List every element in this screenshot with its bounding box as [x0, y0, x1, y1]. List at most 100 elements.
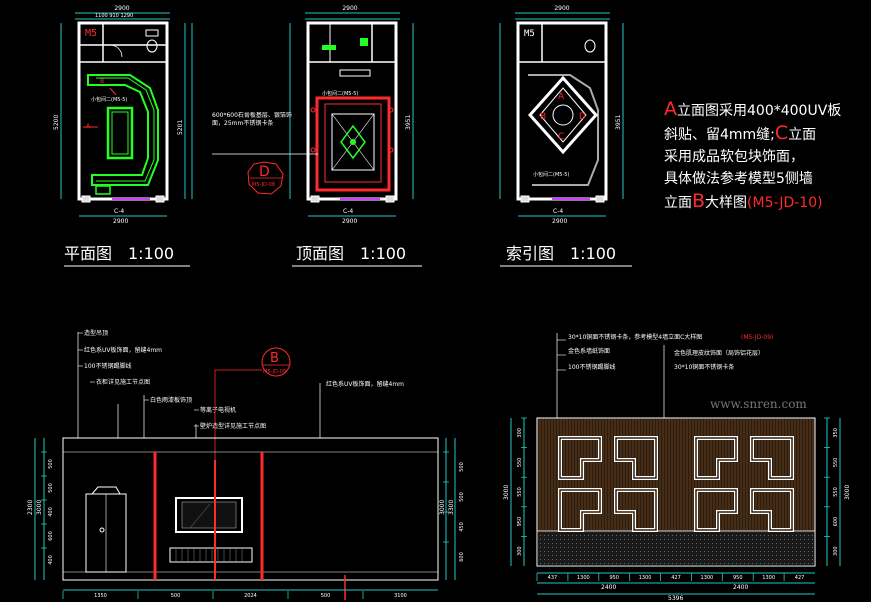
skirting-dot	[596, 543, 597, 544]
skirting-dot	[548, 555, 549, 556]
skirting-dot	[628, 555, 629, 556]
skirting-dot	[540, 539, 541, 540]
skirting-dot	[740, 543, 741, 544]
right-total-right: 3000	[844, 485, 851, 500]
skirting-dot	[732, 559, 733, 560]
skirting-dot	[612, 547, 613, 548]
panel-frame-inner	[695, 489, 737, 531]
skirting-dot	[580, 547, 581, 548]
skirting-dot	[784, 547, 785, 548]
skirting-dot	[560, 539, 561, 540]
ceiling-room-tag: 小包间二(M5-5)	[322, 90, 358, 97]
index-height-right: 3951	[615, 115, 622, 130]
skirting-dot	[680, 543, 681, 544]
skirting-dot	[680, 551, 681, 552]
skirting-dot	[540, 551, 541, 552]
skirting-dot	[732, 539, 733, 540]
skirting-dot	[772, 563, 773, 564]
skirting-dot	[572, 559, 573, 560]
skirting-dot	[720, 535, 721, 536]
skirting-dot	[648, 539, 649, 540]
left-right-note: 红色系UV板饰面，留缝4mm	[326, 380, 404, 388]
skirting-dot	[684, 551, 685, 552]
right-subtotal-2: 2400	[733, 584, 748, 591]
skirting-dot	[544, 559, 545, 560]
skirting-dot	[588, 551, 589, 552]
skirting-dot	[648, 547, 649, 548]
skirting-dot	[796, 555, 797, 556]
floor-section-mark: C-4	[114, 208, 124, 215]
skirting-dot	[688, 543, 689, 544]
skirting-dot	[760, 563, 761, 564]
dim-label: 450	[459, 522, 465, 532]
skirting-dot	[588, 543, 589, 544]
skirting-dot	[760, 535, 761, 536]
skirting-dot	[556, 535, 557, 536]
skirting-dot	[780, 539, 781, 540]
right-total-left: 3000	[503, 485, 510, 500]
skirting-dot	[764, 559, 765, 560]
skirting-dot	[652, 543, 653, 544]
skirting-dot	[572, 535, 573, 536]
skirting-dot	[772, 535, 773, 536]
skirting-dot	[584, 539, 585, 540]
skirting-dot	[712, 559, 713, 560]
skirting-dot	[680, 559, 681, 560]
dim-label: 600	[459, 552, 465, 562]
skirting-dot	[636, 555, 637, 556]
skirting-dot	[740, 539, 741, 540]
skirting-dot	[804, 539, 805, 540]
skirting-dot	[780, 543, 781, 544]
skirting-dot	[692, 535, 693, 536]
skirting-dot	[592, 539, 593, 540]
right-ref: (M5-JD-09)	[741, 334, 773, 341]
skirting-dot	[640, 547, 641, 548]
left-elevation-note: 衣柜详见施工节点图	[96, 378, 150, 386]
skirting-dot	[812, 547, 813, 548]
skirting-dot	[696, 555, 697, 556]
skirting-dot	[660, 551, 661, 552]
skirting-dot	[696, 563, 697, 564]
skirting-dot	[540, 543, 541, 544]
skirting-dot	[800, 539, 801, 540]
skirting-dot	[712, 555, 713, 556]
skirting-dot	[632, 559, 633, 560]
skirting-dot	[744, 535, 745, 536]
index-dim-bottom: 2900	[552, 218, 567, 225]
skirting-dot	[688, 535, 689, 536]
skirting-dot	[796, 535, 797, 536]
skirting-dot	[788, 555, 789, 556]
skirting-dot	[624, 535, 625, 536]
skirting-dot	[640, 543, 641, 544]
description-segment: 大样图	[705, 195, 748, 211]
skirting-dot	[580, 555, 581, 556]
skirting-dot	[644, 535, 645, 536]
dim-label: 500	[321, 593, 331, 599]
skirting-dot	[644, 563, 645, 564]
right-note-3: 100不锈钢踢脚线	[568, 363, 615, 371]
skirting-dot	[764, 547, 765, 548]
description-line: 立面B大样图(M5-JD-10)	[664, 190, 869, 214]
skirting-dot	[684, 555, 685, 556]
skirting-dot	[716, 559, 717, 560]
description-segment: 立面	[788, 127, 817, 143]
skirting-dot	[776, 555, 777, 556]
skirting-dot	[596, 563, 597, 564]
skirting-dot	[656, 559, 657, 560]
skirting-dot	[632, 539, 633, 540]
description-line: 具体做法参考模型5侧墙	[664, 168, 869, 190]
skirting-dot	[736, 563, 737, 564]
skirting-dot	[788, 535, 789, 536]
skirting-dot	[768, 551, 769, 552]
skirting-dot	[796, 547, 797, 548]
skirting-dot	[736, 535, 737, 536]
skirting-dot	[780, 555, 781, 556]
skirting-dot	[596, 547, 597, 548]
floor-plan: 2900 1100 910 1290 M5 小包间二(M5-5) B A	[53, 5, 193, 267]
skirting-dot	[744, 543, 745, 544]
skirting-dot	[668, 543, 669, 544]
skirting-dot	[736, 547, 737, 548]
skirting-dot	[804, 547, 805, 548]
skirting-dot	[788, 559, 789, 560]
